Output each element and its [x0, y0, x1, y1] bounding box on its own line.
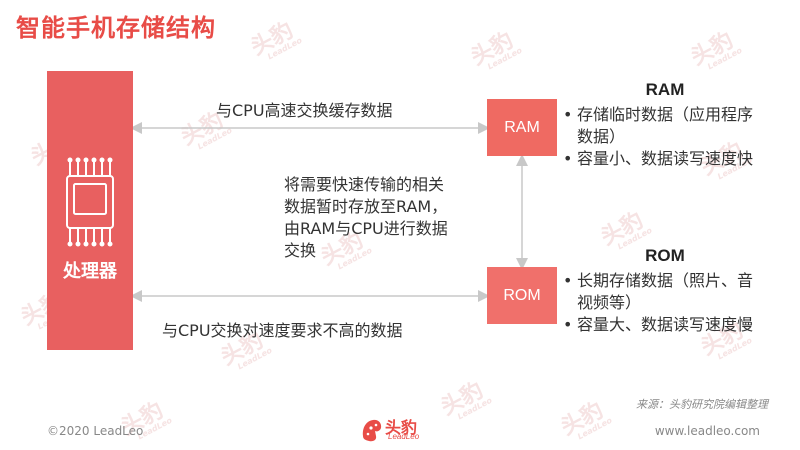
ram-bullet-list: • 存储临时数据（应用程序数据） • 容量小、数据读写速度快 — [563, 104, 763, 170]
ram-box: RAM — [487, 99, 557, 156]
ram-heading: RAM — [645, 80, 685, 99]
middle-note: 将需要快速传输的相关 数据暂时存放至RAM， 由RAM与CPU进行数据 交换 — [284, 174, 448, 262]
top-arrow-label: 与CPU高速交换缓存数据 — [216, 101, 393, 120]
bullet-text: 存储临时数据（应用程序数据） — [577, 105, 754, 146]
processor-block: 处理器 — [47, 71, 133, 350]
bullet-dot-icon: • — [563, 149, 573, 168]
cpu-chip-icon — [66, 157, 114, 247]
middle-note-line: 数据暂时存放至RAM， — [284, 197, 448, 216]
leopard-logo-icon — [362, 419, 382, 442]
website-link[interactable]: www.leadleo.com — [654, 424, 760, 438]
bullet-dot-icon: • — [563, 271, 573, 290]
copyright-text: ©2020 LeadLeo — [47, 424, 144, 438]
bullet-text: 容量小、数据读写速度快 — [577, 149, 754, 168]
list-item: • 存储临时数据（应用程序数据） — [563, 104, 763, 148]
leadleo-logo: 头豹 LeadLeo — [360, 414, 440, 446]
logo-text: 头豹 — [385, 418, 418, 437]
rom-bullet-list: • 长期存储数据（照片、音视频等） • 容量大、数据读写速度慢 — [563, 270, 763, 336]
bullet-text: 长期存储数据（照片、音视频等） — [577, 271, 754, 312]
middle-note-line: 交换 — [284, 241, 317, 260]
bullet-text: 容量大、数据读写速度慢 — [577, 315, 754, 334]
logo-subtext: LeadLeo — [388, 432, 420, 441]
middle-note-line: 由RAM与CPU进行数据 — [284, 219, 448, 238]
bullet-dot-icon: • — [563, 105, 573, 124]
list-item: • 长期存储数据（照片、音视频等） — [563, 270, 763, 314]
rom-heading: ROM — [645, 246, 685, 265]
page-title: 智能手机存储结构 — [16, 14, 216, 42]
bottom-arrow-label: 与CPU交换对速度要求不高的数据 — [162, 321, 403, 340]
source-note: 来源：头豹研究院编辑整理 — [636, 398, 768, 411]
rom-box: ROM — [487, 267, 557, 324]
bullet-dot-icon: • — [563, 315, 573, 334]
processor-label: 处理器 — [63, 261, 117, 282]
list-item: • 容量小、数据读写速度快 — [563, 148, 763, 170]
list-item: • 容量大、数据读写速度慢 — [563, 314, 763, 336]
middle-note-line: 将需要快速传输的相关 — [284, 175, 445, 194]
